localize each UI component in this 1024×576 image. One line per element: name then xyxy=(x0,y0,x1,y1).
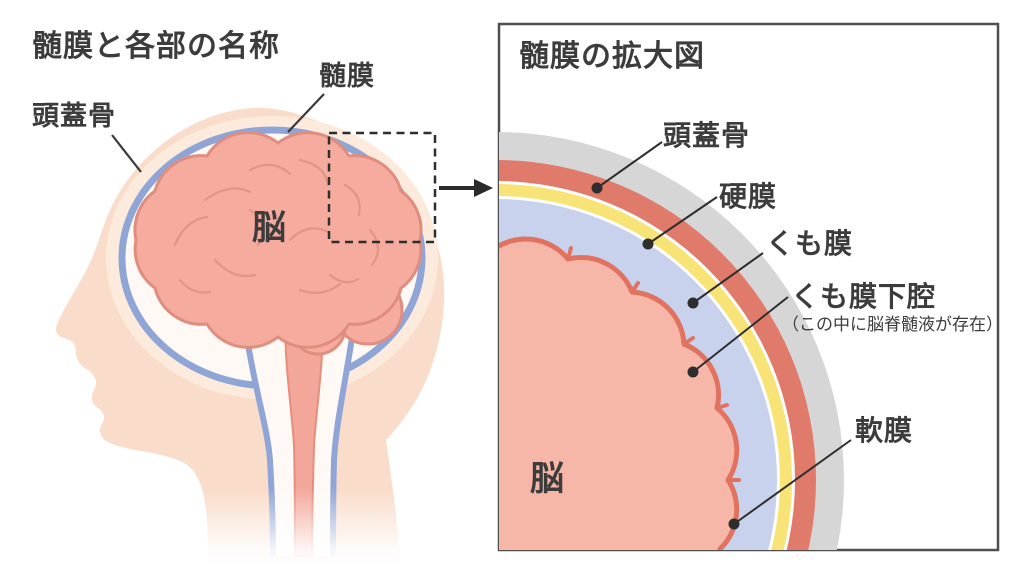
leader-line-meninges xyxy=(287,93,325,133)
right-leader-dots xyxy=(591,182,740,530)
leader-line-skull-right xyxy=(596,141,663,189)
label-meninges: 髄膜 xyxy=(319,61,375,91)
label-arachnoid: くも膜 xyxy=(766,228,854,259)
label-skull-right: 頭蓋骨 xyxy=(663,120,751,151)
label-subarachnoid-note: （この中に脳脊髄液が存在） xyxy=(782,315,1003,334)
head-cross-section xyxy=(0,93,497,576)
pia-notch-spikes xyxy=(566,246,741,482)
dot-skull xyxy=(591,182,603,194)
dot-pia xyxy=(728,518,740,530)
dot-subarachnoid xyxy=(687,366,699,378)
label-brain-right: 脳 xyxy=(530,460,565,498)
left-panel-title: 髄膜と各部の名称 xyxy=(32,30,280,63)
magnified-view-panel xyxy=(497,22,1000,552)
label-pia: 軟膜 xyxy=(855,415,914,446)
label-dura: 硬膜 xyxy=(719,181,778,212)
leader-line-dura xyxy=(647,196,718,245)
right-panel-title: 髄膜の拡大図 xyxy=(519,40,705,73)
label-brain-left: 脳 xyxy=(252,209,287,247)
left-leader-lines xyxy=(111,93,325,173)
right-leader-lines xyxy=(596,141,852,525)
dot-arachnoid xyxy=(687,297,699,309)
leader-line-skull-left xyxy=(111,134,142,173)
leader-line-subarachnoid xyxy=(692,296,789,373)
brain-sulci xyxy=(173,158,380,295)
label-subarachnoid: くも膜下腔 xyxy=(791,281,937,312)
bottom-fade xyxy=(0,488,497,576)
dot-dura xyxy=(642,238,654,250)
leader-line-pia xyxy=(733,439,852,525)
arrow-right-icon xyxy=(439,179,493,197)
brain-left xyxy=(133,131,423,349)
leader-line-arachnoid xyxy=(692,252,764,304)
label-skull-left: 頭蓋骨 xyxy=(32,101,116,131)
